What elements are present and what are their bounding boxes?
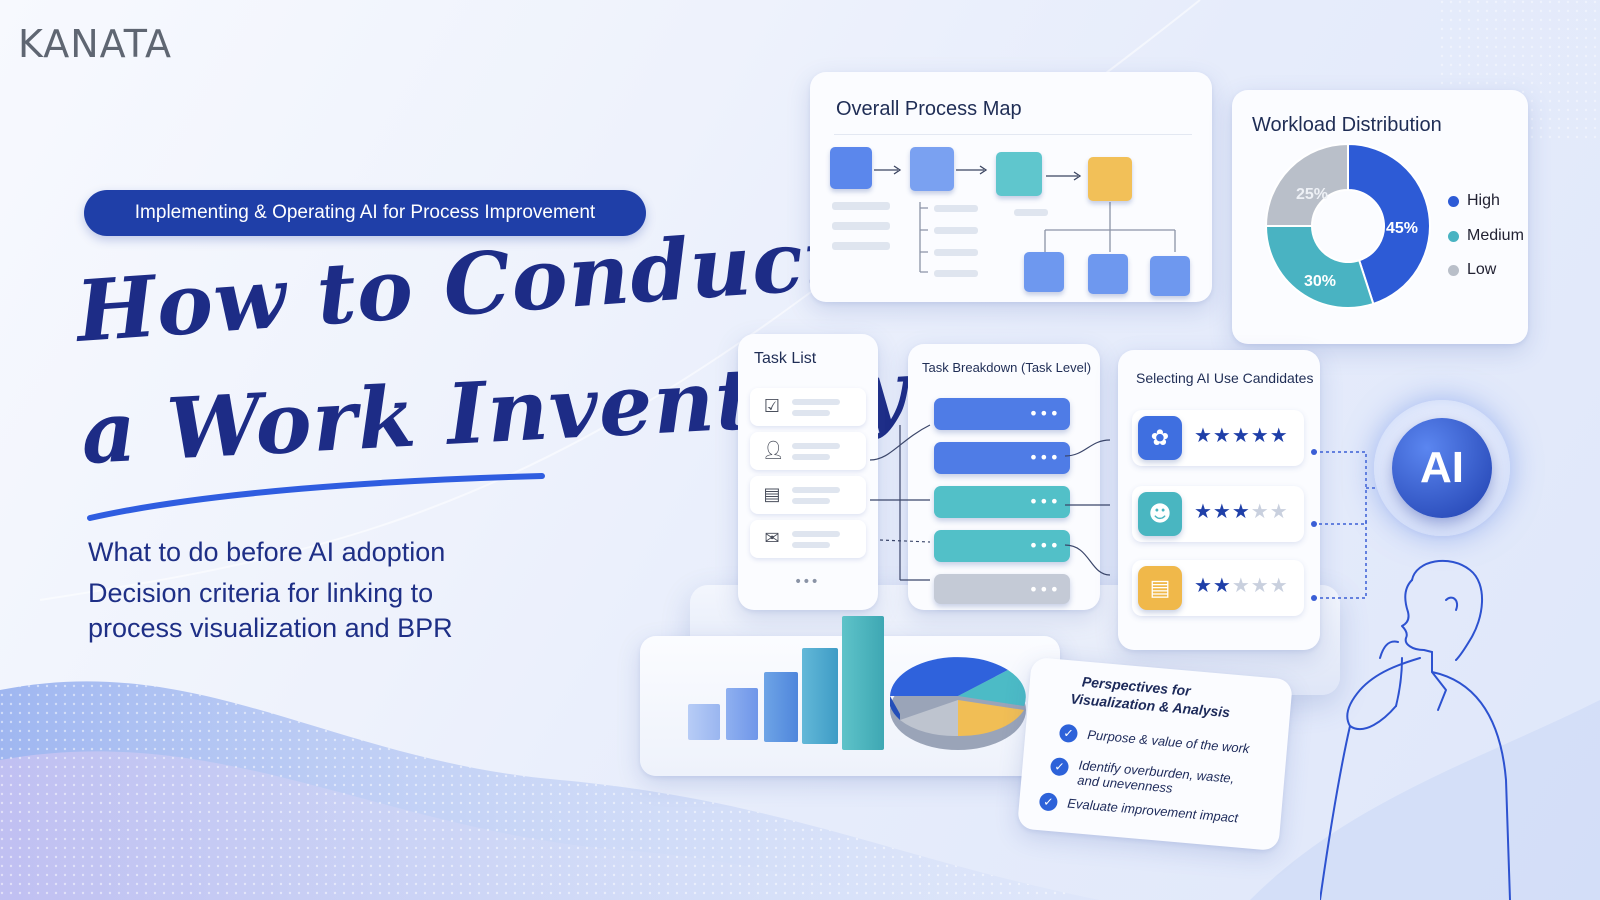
process-step-box: [1024, 252, 1064, 292]
legend-item-low: Low: [1448, 261, 1496, 279]
document-icon: ▤: [763, 484, 781, 505]
process-step-box: [1088, 157, 1132, 201]
process-step-box: [830, 147, 872, 189]
workload-title: Workload Distribution: [1252, 114, 1442, 136]
headline-underline: [87, 473, 545, 521]
task-list-card: Task List ☑ 👤︎ ▤ ✉ •••: [738, 334, 878, 610]
ai-candidates-card: Selecting AI Use Candidates ✿ ★★★★★ ☻ ★★…: [1118, 350, 1320, 650]
task-row: ✉: [750, 520, 866, 558]
more-icon: •••: [1028, 448, 1060, 467]
legend-label: Medium: [1467, 227, 1524, 244]
task-row: ▤: [750, 476, 866, 514]
subtitle-line-3: process visualization and BPR: [88, 613, 453, 643]
brand-logo: KANATA: [18, 22, 172, 66]
rating-stars: ★★★★★: [1194, 573, 1289, 597]
ai-candidates-title: Selecting AI Use Candidates: [1136, 370, 1314, 386]
task-item: •••: [934, 398, 1070, 430]
rating-stars: ★★★★★: [1194, 499, 1289, 523]
placeholder-line: [832, 242, 890, 250]
process-map-title: Overall Process Map: [836, 98, 1022, 120]
check-icon: ✓: [1049, 756, 1070, 777]
more-icon: •••: [1028, 580, 1060, 599]
candidate-row: ▤ ★★★★★: [1132, 560, 1304, 616]
subtitle-line-2: Decision criteria for linking to: [88, 578, 434, 608]
task-row: ☑: [750, 388, 866, 426]
placeholder-line: [792, 542, 830, 548]
placeholder-line: [792, 487, 840, 493]
brain-icon: ✿: [1138, 416, 1182, 460]
task-breakdown-card: Task Breakdown (Task Level) ••• ••• ••• …: [908, 344, 1100, 610]
perspective-item-3: Evaluate improvement impact: [1066, 795, 1239, 826]
slice-label-medium: 30%: [1304, 273, 1337, 290]
connector-lines: [869, 424, 1111, 581]
slice-label-low: 25%: [1296, 186, 1329, 203]
placeholder-line: [934, 205, 978, 212]
process-step-box: [910, 147, 954, 191]
task-breakdown-title: Task Breakdown (Task Level): [922, 360, 1092, 375]
task-item: •••: [934, 530, 1070, 562]
candidate-row: ✿ ★★★★★: [1132, 410, 1304, 466]
legend-swatch-low: [1448, 264, 1459, 276]
placeholder-line: [792, 454, 830, 460]
more-icon: •••: [1028, 404, 1060, 423]
task-list-title: Task List: [754, 350, 817, 367]
placeholder-line: [792, 410, 830, 416]
process-step-box: [996, 152, 1042, 196]
placeholder-line: [934, 270, 978, 277]
subtitle-line-1: What to do before AI adoption: [88, 537, 446, 567]
task-item: •••: [934, 486, 1070, 518]
perspective-item-1: Purpose & value of the work: [1086, 727, 1251, 757]
task-item: •••: [934, 442, 1070, 474]
candidate-row: ☻ ★★★★★: [1132, 486, 1304, 542]
thinking-person-illustration: [1320, 560, 1511, 900]
placeholder-line: [934, 227, 978, 234]
placeholder-line: [832, 202, 890, 210]
donut-slice-low: [1264, 142, 1349, 227]
person-icon: 👤︎: [762, 440, 785, 461]
robot-icon: ☻: [1138, 492, 1182, 536]
task-row: 👤︎: [750, 432, 866, 470]
placeholder-line: [792, 399, 840, 405]
placeholder-line: [832, 222, 890, 230]
check-icon: ✓: [1038, 792, 1059, 812]
legend-swatch-medium: [1448, 230, 1459, 242]
process-flow-diagram: [874, 165, 1176, 273]
placeholder-line: [1014, 209, 1048, 216]
more-icon: •••: [1028, 536, 1060, 555]
document-icon: ▤: [1138, 566, 1182, 610]
mail-icon: ✉: [764, 528, 780, 549]
more-indicator: •••: [794, 574, 819, 590]
checkbox-icon: ☑: [763, 396, 781, 417]
legend-item-high: High: [1448, 192, 1500, 210]
legend-label: High: [1467, 192, 1500, 209]
placeholder-line: [792, 498, 830, 504]
topic-tag: Implementing & Operating AI for Process …: [84, 190, 646, 236]
legend-item-medium: Medium: [1448, 227, 1524, 245]
legend-swatch-high: [1448, 195, 1459, 207]
ai-badge: AI: [1392, 418, 1492, 518]
bar-and-pie-illustration: [688, 616, 1026, 750]
workload-card: Workload Distribution 45% 30% 25% High M…: [1232, 90, 1528, 344]
check-icon: ✓: [1058, 723, 1079, 744]
process-step-box: [1088, 254, 1128, 294]
task-item: •••: [934, 574, 1070, 604]
slice-label-high: 45%: [1386, 220, 1419, 237]
donut-slice-medium: [1264, 225, 1375, 309]
donut-slice-high: [1347, 142, 1431, 306]
divider: [834, 134, 1192, 135]
legend-label: Low: [1467, 261, 1497, 278]
placeholder-line: [934, 249, 978, 256]
process-map-card: Overall Process Map: [810, 72, 1212, 302]
workload-donut-chart: [1264, 142, 1431, 309]
placeholder-line: [792, 443, 840, 449]
placeholder-line: [792, 531, 840, 537]
analytics-chart-card: [640, 616, 1060, 776]
perspectives-card: Perspectives for Visualization & Analysi…: [1017, 656, 1293, 852]
more-icon: •••: [1028, 492, 1060, 511]
rating-stars: ★★★★★: [1194, 423, 1289, 447]
process-step-box: [1150, 256, 1190, 296]
